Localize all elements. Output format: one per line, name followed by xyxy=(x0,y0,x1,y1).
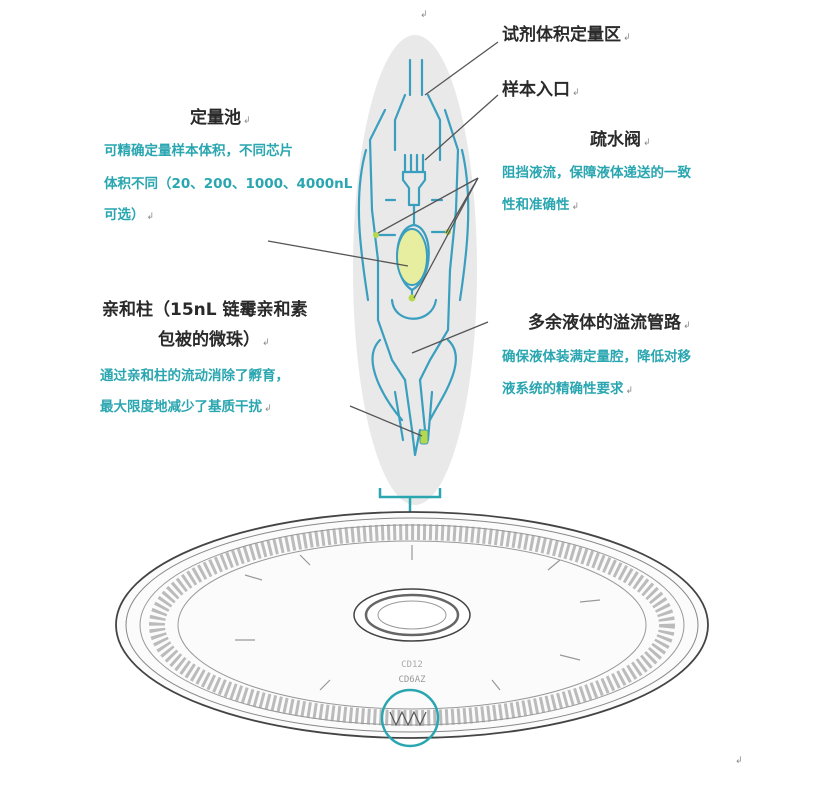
affinity-column xyxy=(419,429,429,445)
metering-pool-desc-2: 体积不同（20、200、1000、4000nL xyxy=(104,176,353,192)
overflow-channel-title: 多余液体的溢流管路↲ xyxy=(528,313,691,333)
metering-pool-title: 定量池↲ xyxy=(190,108,251,128)
valve-spot-bottom xyxy=(408,294,416,302)
valve-spot-left xyxy=(373,232,379,238)
leader-lines xyxy=(267,41,499,437)
disc-code-2: CD6AZ xyxy=(398,675,426,685)
microfluidic-disc: CD12 CD6AZ xyxy=(115,511,709,739)
metering-pool-desc-3: 可选）↲ xyxy=(104,207,155,223)
hydrophobic-valve-desc-2: 性和准确性↲ xyxy=(502,197,580,213)
hydrophobic-valve-desc-1: 阻挡液流，保障液体递送的一致 xyxy=(502,165,691,181)
label-sample-inlet: 样本入口↲ xyxy=(502,80,580,100)
magnified-channels xyxy=(389,710,427,727)
paragraph-mark-top: ↲ xyxy=(420,10,428,20)
paragraph-mark-bottom: ↲ xyxy=(735,756,743,766)
overflow-channel-desc-1: 确保液体装满定量腔，降低对移 xyxy=(502,349,691,365)
metering-pool xyxy=(396,228,428,286)
label-reagent-zone: 试剂体积定量区↲ xyxy=(502,25,631,45)
hydrophobic-valve-title: 疏水阀↲ xyxy=(590,130,651,150)
metering-pool-desc-1: 可精确定量样本体积，不同芯片 xyxy=(104,143,293,159)
affinity-column-title-1: 亲和柱（15nL 链霉亲和素 xyxy=(102,300,308,320)
affinity-column-desc-2: 最大限度地减少了基质干扰↲ xyxy=(100,399,272,415)
affinity-column-desc-1: 通过亲和柱的流动消除了孵育， xyxy=(100,368,289,384)
affinity-column-title-2: 包被的微珠）↲ xyxy=(158,330,270,350)
magnifier-circle xyxy=(380,688,440,748)
disc-code-1: CD12 xyxy=(401,660,423,670)
overflow-channel-desc-2: 液系统的精确性要求↲ xyxy=(502,381,634,397)
